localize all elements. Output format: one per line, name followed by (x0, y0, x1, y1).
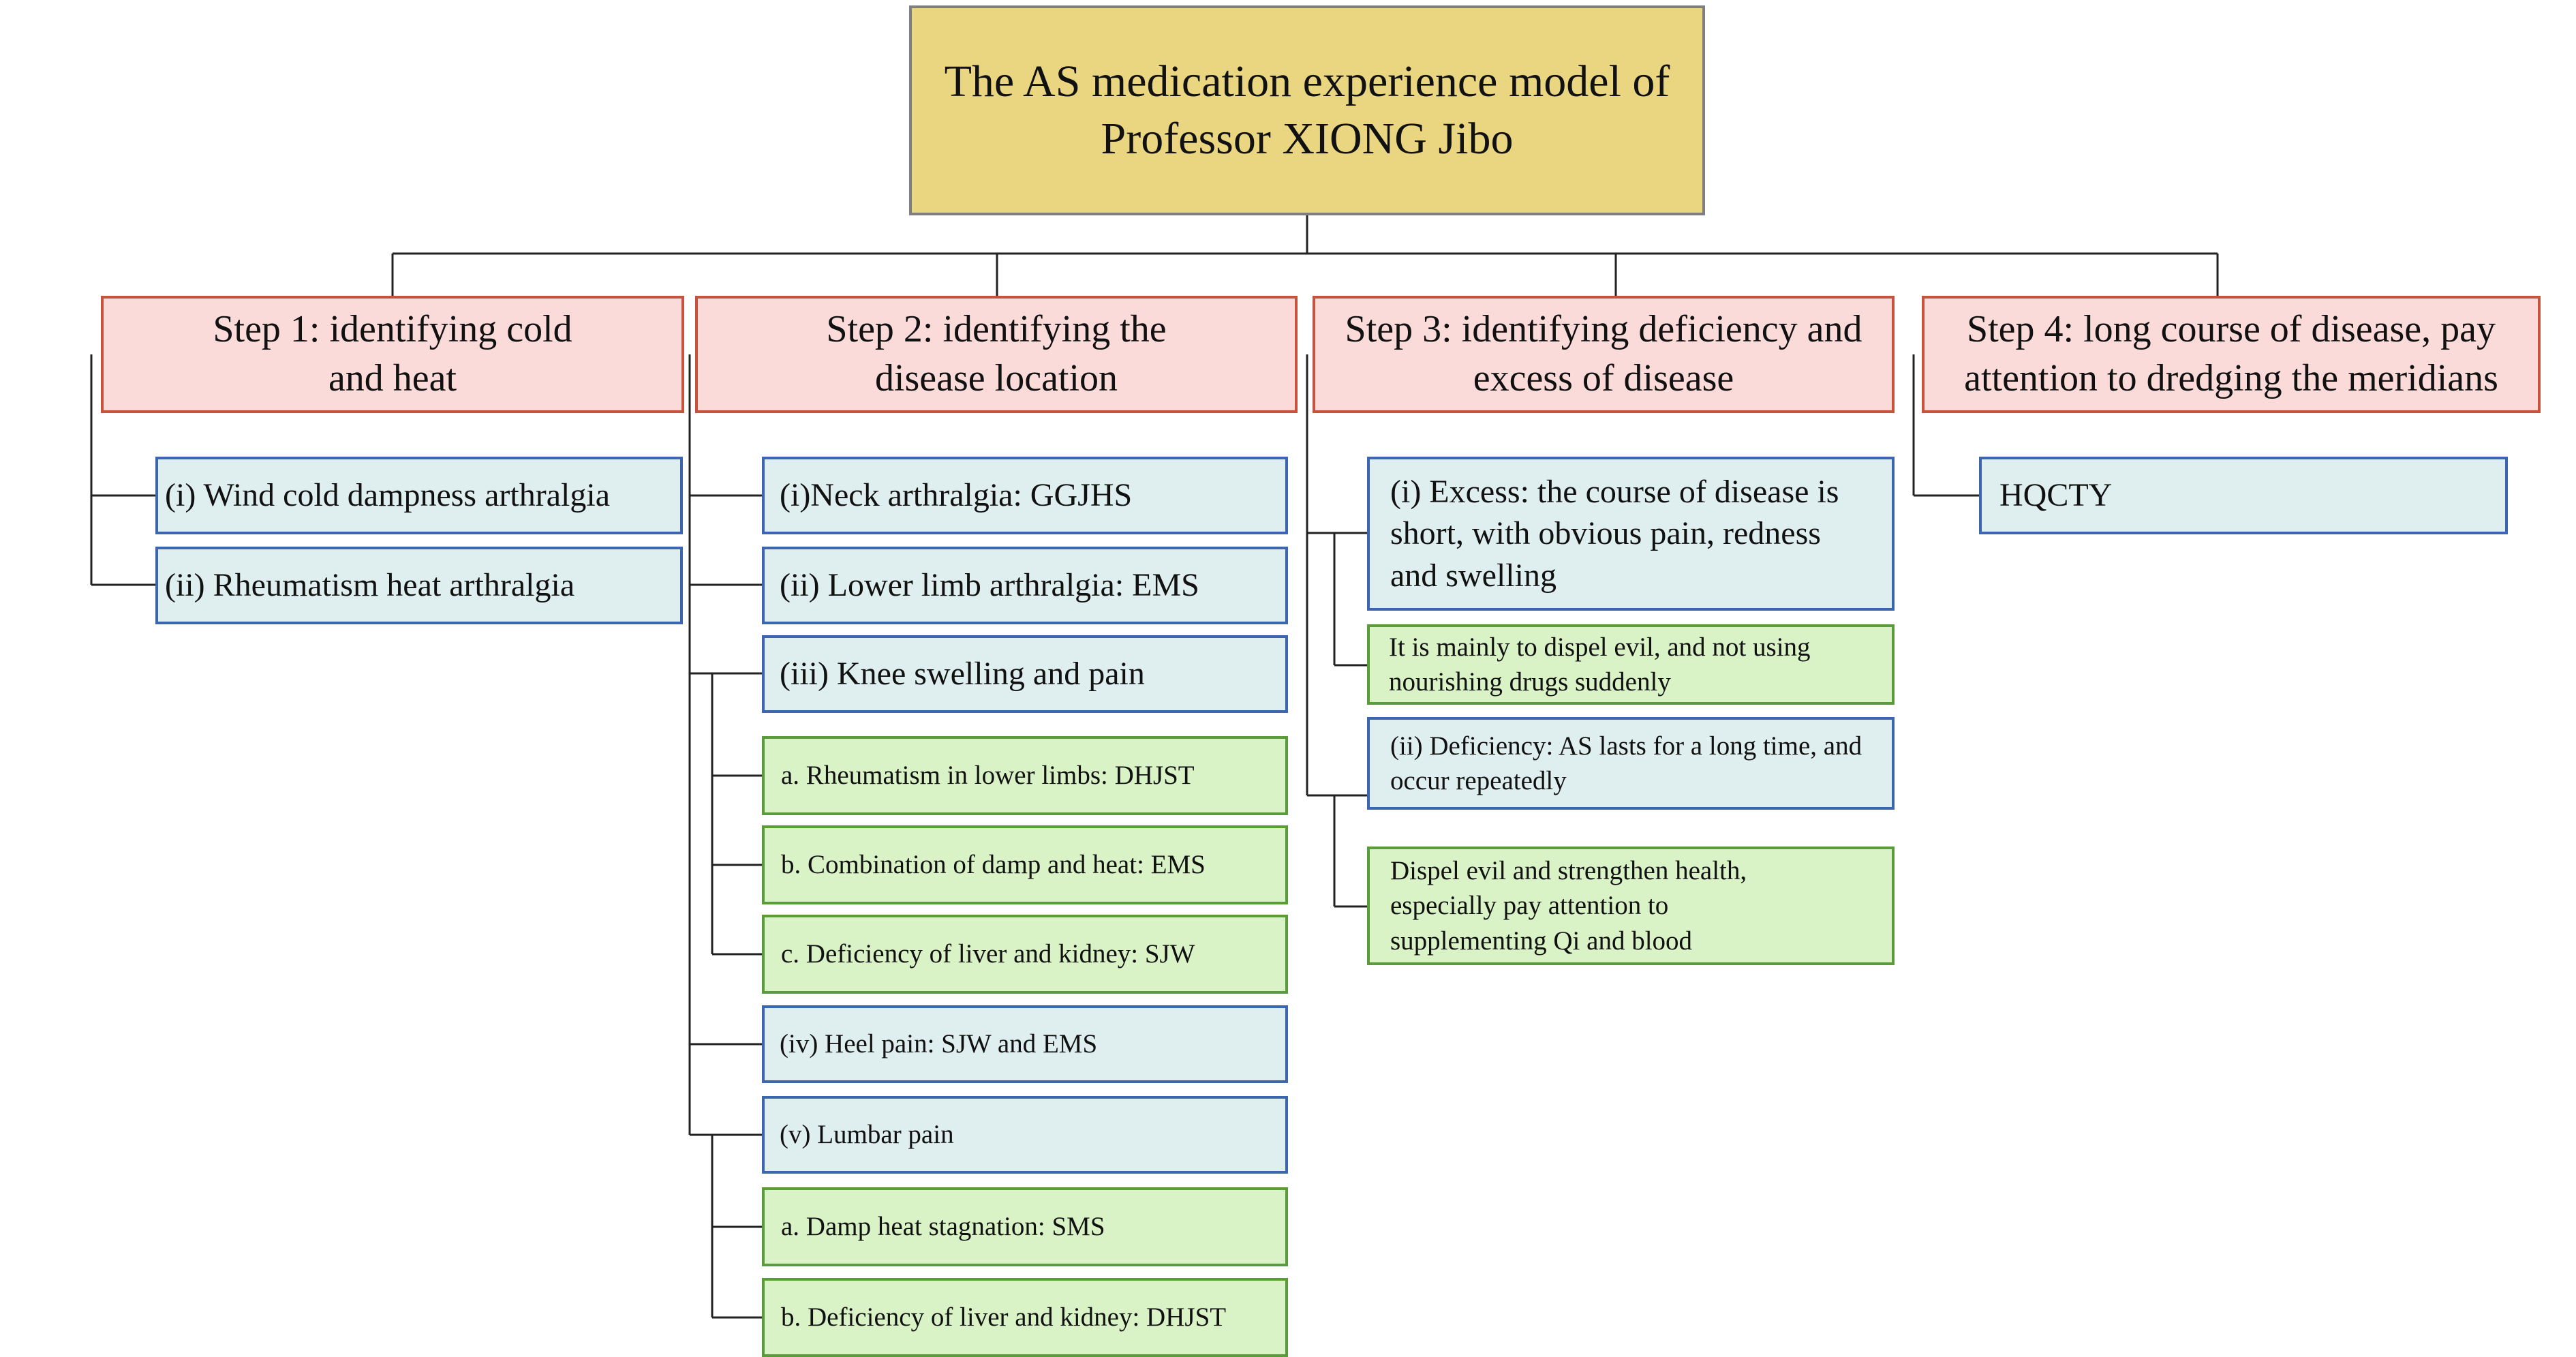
diagram-title: The AS medication experience model of Pr… (909, 5, 1705, 215)
step-3-deficiency-sub: Dispel evil and strengthen health, espec… (1367, 847, 1895, 965)
step-1-label: Step 1: identifying cold and heat (213, 308, 572, 399)
step-2-label: Step 2: identifying the disease location (826, 308, 1167, 399)
step-1-header: Step 1: identifying cold and heat (101, 296, 684, 413)
step-2-lumbar-sub-liver-kidney: b. Deficiency of liver and kidney: DHJST (762, 1278, 1288, 1357)
step-3-label: Step 3: identifying deficiency and exces… (1345, 308, 1862, 399)
step-2-item-neck: (i)Neck arthralgia: GGJHS (762, 457, 1288, 534)
diagram-title-text: The AS medication experience model of Pr… (944, 56, 1670, 164)
step-2-knee-sub-liver-kidney: c. Deficiency of liver and kidney: SJW (762, 915, 1288, 994)
step-2-lumbar-sub-damp-heat: a. Damp heat stagnation: SMS (762, 1187, 1288, 1266)
step-2-item-knee: (iii) Knee swelling and pain (762, 635, 1288, 713)
step-4-header: Step 4: long course of disease, pay atte… (1922, 296, 2541, 413)
step-2-item-lumbar: (v) Lumbar pain (762, 1096, 1288, 1174)
step-2-header: Step 2: identifying the disease location (695, 296, 1298, 413)
step-4-label: Step 4: long course of disease, pay atte… (1964, 308, 2498, 399)
step-1-item-wind-cold: (i) Wind cold dampness arthralgia (155, 457, 683, 534)
step-3-excess-sub: It is mainly to dispel evil, and not usi… (1367, 624, 1895, 705)
step-2-item-lower-limb: (ii) Lower limb arthralgia: EMS (762, 547, 1288, 624)
step-2-item-heel: (iv) Heel pain: SJW and EMS (762, 1005, 1288, 1083)
step-3-item-excess: (i) Excess: the course of disease is sho… (1367, 457, 1895, 611)
step-2-knee-sub-rheumatism: a. Rheumatism in lower limbs: DHJST (762, 736, 1288, 815)
step-2-knee-sub-damp-heat: b. Combination of damp and heat: EMS (762, 825, 1288, 904)
step-3-header: Step 3: identifying deficiency and exces… (1313, 296, 1895, 413)
step-4-item-hqcty: HQCTY (1979, 457, 2508, 534)
step-1-item-rheumatism-heat: (ii) Rheumatism heat arthralgia (155, 547, 683, 624)
step-3-item-deficiency: (ii) Deficiency: AS lasts for a long tim… (1367, 717, 1895, 810)
